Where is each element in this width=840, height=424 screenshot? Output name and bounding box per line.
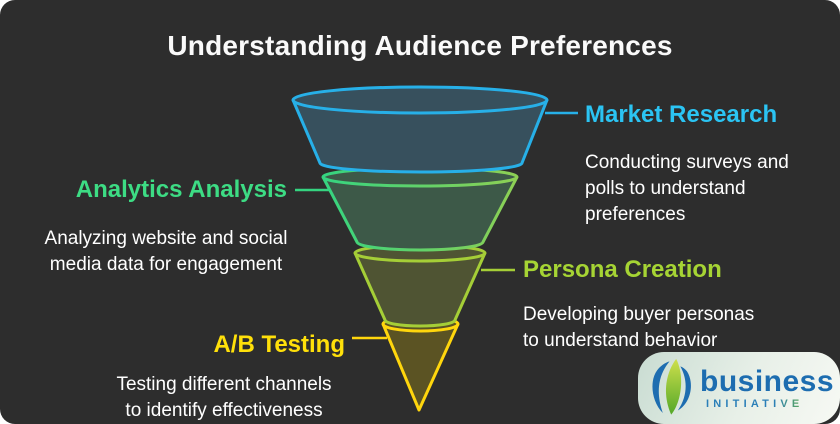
- segment-rim: [291, 85, 549, 115]
- cone-outline: [381, 323, 460, 412]
- stage-desc-ab-testing: Testing different channels to identify e…: [116, 374, 332, 421]
- brand-logo: business INITIATIVE: [638, 352, 840, 424]
- stage-label-persona-creation: Persona Creation: [523, 256, 722, 283]
- page-title: Understanding Audience Preferences: [167, 30, 673, 61]
- logo-brand-name: business: [700, 364, 835, 398]
- funnel-stage-market-research: [291, 85, 549, 174]
- segment-outline: [291, 99, 549, 174]
- stage-desc-analytics-analysis: Analyzing website and social media data …: [44, 228, 288, 275]
- funnel-stage-persona-creation: [353, 243, 487, 328]
- segment-outline: [353, 252, 487, 328]
- stage-label-ab-testing: A/B Testing: [213, 331, 345, 358]
- funnel-stage-ab-testing: [381, 315, 460, 412]
- stage-label-market-research: Market Research: [585, 101, 778, 128]
- logo-text: business INITIATIVE: [700, 364, 835, 410]
- stage-desc-market-research: Conducting surveys and polls to understa…: [585, 152, 789, 225]
- segment-body: [355, 253, 485, 326]
- segment-outline: [321, 176, 519, 252]
- funnel-stage-analytics-analysis: [321, 166, 519, 252]
- cone-body: [383, 324, 458, 410]
- segment-body: [323, 177, 517, 250]
- stage-label-analytics-analysis: Analytics Analysis: [75, 176, 287, 203]
- leaf-flame-icon: [652, 358, 691, 415]
- stage-desc-persona-creation: Developing buyer personas to understand …: [523, 304, 755, 351]
- logo-tagline: INITIATIVE: [700, 398, 834, 410]
